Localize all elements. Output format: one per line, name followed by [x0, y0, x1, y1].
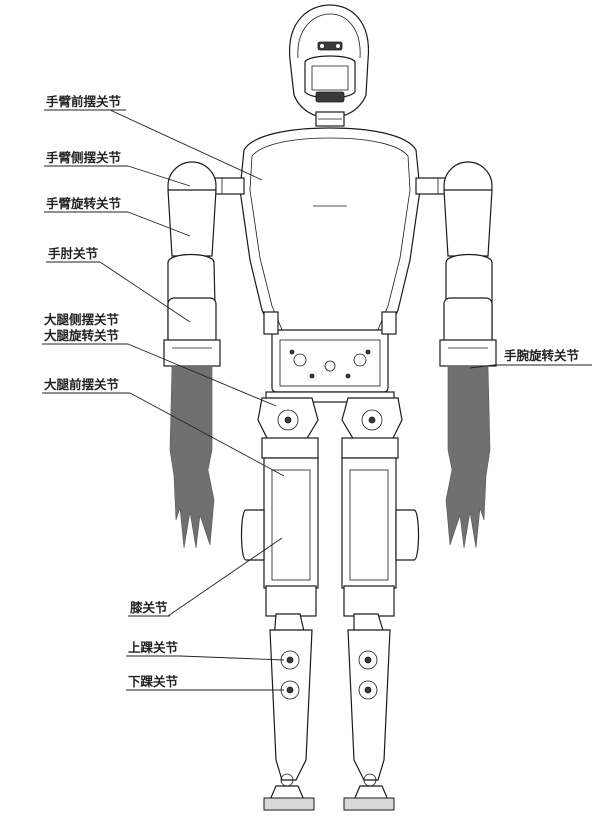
pelvis	[263, 311, 397, 403]
svg-text:大腿侧摆关节: 大腿侧摆关节	[44, 312, 120, 327]
label-thigh-side-swing: 大腿侧摆关节	[44, 312, 120, 327]
svg-text:膝关节: 膝关节	[130, 600, 168, 615]
label-lower-ankle: 下踝关节	[126, 674, 182, 691]
right-leg	[341, 397, 420, 811]
label-wrist-rotate: 手腕旋转关节	[494, 348, 592, 366]
svg-text:大腿前摆关节: 大腿前摆关节	[44, 377, 120, 392]
svg-text:手臂侧摆关节: 手臂侧摆关节	[46, 150, 122, 165]
label-knee: 膝关节	[128, 600, 170, 617]
svg-text:上踝关节: 上踝关节	[128, 640, 179, 655]
right-arm	[439, 161, 497, 549]
label-elbow: 手肘关节	[46, 246, 100, 263]
svg-text:手腕旋转关节: 手腕旋转关节	[504, 348, 580, 363]
label-thigh-front-swing: 大腿前摆关节	[42, 377, 130, 394]
svg-text:下踝关节: 下踝关节	[128, 674, 179, 689]
label-thigh-rotate: 大腿旋转关节	[42, 328, 128, 345]
svg-text:大腿旋转关节: 大腿旋转关节	[44, 328, 120, 343]
svg-text:手臂旋转关节: 手臂旋转关节	[46, 196, 122, 211]
label-arm-rotate: 手臂旋转关节	[44, 196, 128, 213]
label-arm-front-swing: 手臂前摆关节	[44, 94, 126, 111]
svg-text:手臂前摆关节: 手臂前摆关节	[46, 94, 122, 109]
left-leg	[240, 397, 319, 811]
label-arm-side-swing: 手臂侧摆关节	[44, 150, 128, 167]
svg-text:手肘关节: 手肘关节	[48, 246, 99, 261]
leader-lines	[99, 109, 495, 691]
head	[289, 4, 370, 127]
label-upper-ankle: 上踝关节	[126, 640, 182, 657]
left-arm	[163, 161, 221, 549]
torso	[213, 127, 447, 359]
